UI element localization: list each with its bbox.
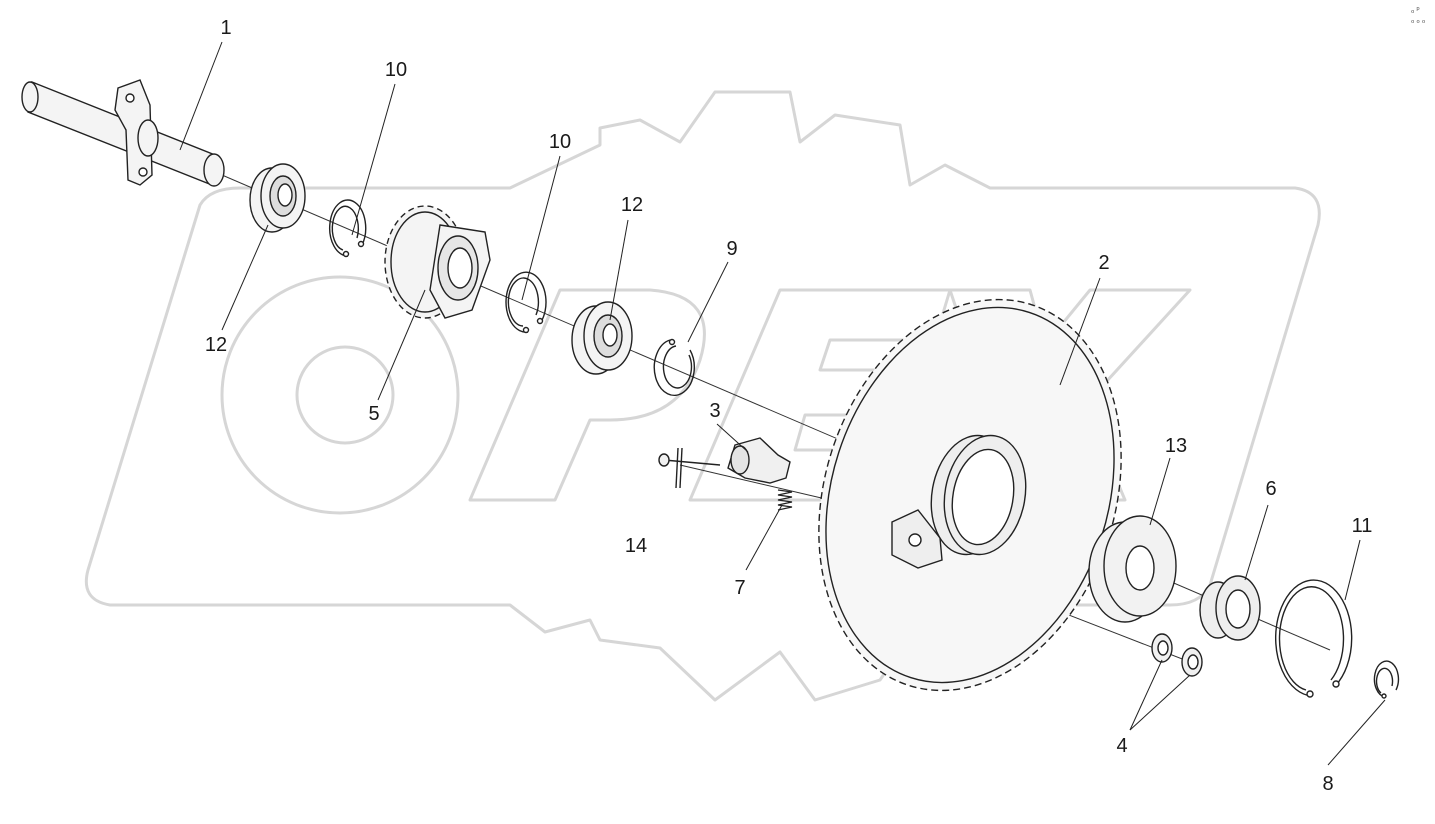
retaining-ring-icon (1274, 579, 1353, 698)
leader-13 (1149, 457, 1171, 526)
leader-11 (1344, 539, 1361, 601)
watermark-letter-o-inner (295, 345, 395, 445)
retaining-ring-icon (1373, 660, 1400, 699)
leader-8 (1327, 699, 1386, 766)
leader-9 (687, 261, 729, 343)
leader-10b (521, 155, 561, 301)
leader-4b (1129, 674, 1191, 731)
callout-7: 7 (734, 577, 746, 599)
corner-mark: ₒᵖ ₒₒₒ (1410, 6, 1427, 26)
bracket-hole-bottom (138, 167, 148, 177)
watermark-letter-o-outer (220, 275, 460, 515)
leader-3 (716, 423, 749, 453)
retaining-ring-icon (653, 338, 695, 397)
callout-9: 9 (726, 238, 738, 260)
pin-icon (658, 447, 721, 489)
shaft-collar (137, 119, 159, 157)
hub-icon (891, 434, 1027, 569)
callout-11: 11 (1351, 515, 1373, 537)
callout-12: 12 (620, 194, 644, 216)
bracket-hole-top (125, 93, 135, 103)
pawl-icon (727, 437, 791, 484)
shaft-bracket (114, 79, 153, 186)
leader-lines (179, 41, 1386, 766)
leader-4a (1129, 659, 1163, 731)
leader-6 (1244, 504, 1269, 581)
callout-10: 10 (384, 59, 408, 81)
washer-icon (1151, 633, 1203, 677)
callout-3: 3 (709, 400, 721, 422)
callout-13: 13 (1164, 435, 1188, 457)
leader-5 (377, 289, 426, 401)
sprocket-icon (384, 205, 491, 319)
leader-12a (221, 224, 269, 331)
retaining-ring-icon (329, 199, 367, 258)
bearing-icon (571, 301, 633, 375)
callout-1: 1 (220, 17, 232, 39)
callout-6: 6 (1265, 478, 1277, 500)
bushing-icon (1199, 575, 1261, 641)
spacer-icon (1088, 515, 1177, 623)
leader-2 (1059, 277, 1101, 386)
shaft-end-left (21, 81, 39, 113)
leader-10a (351, 83, 396, 236)
leader-1 (179, 41, 223, 151)
callout-14: 14 (624, 535, 648, 557)
retaining-ring-icon (505, 271, 547, 334)
callout-8: 8 (1322, 773, 1334, 795)
leader-7 (745, 504, 783, 571)
callout-4: 4 (1116, 735, 1128, 757)
callout-10: 10 (548, 131, 572, 153)
callout-12: 12 (204, 334, 228, 356)
spring-icon (777, 489, 793, 511)
callout-2: 2 (1098, 252, 1110, 274)
shaft-end-right (203, 153, 225, 187)
leader-12b (609, 219, 629, 321)
axis-line-pawl (679, 464, 831, 501)
watermark-letter-p (468, 288, 706, 502)
shaft-icon (21, 79, 225, 187)
bearing-icon (249, 163, 306, 233)
callout-5: 5 (368, 403, 380, 425)
